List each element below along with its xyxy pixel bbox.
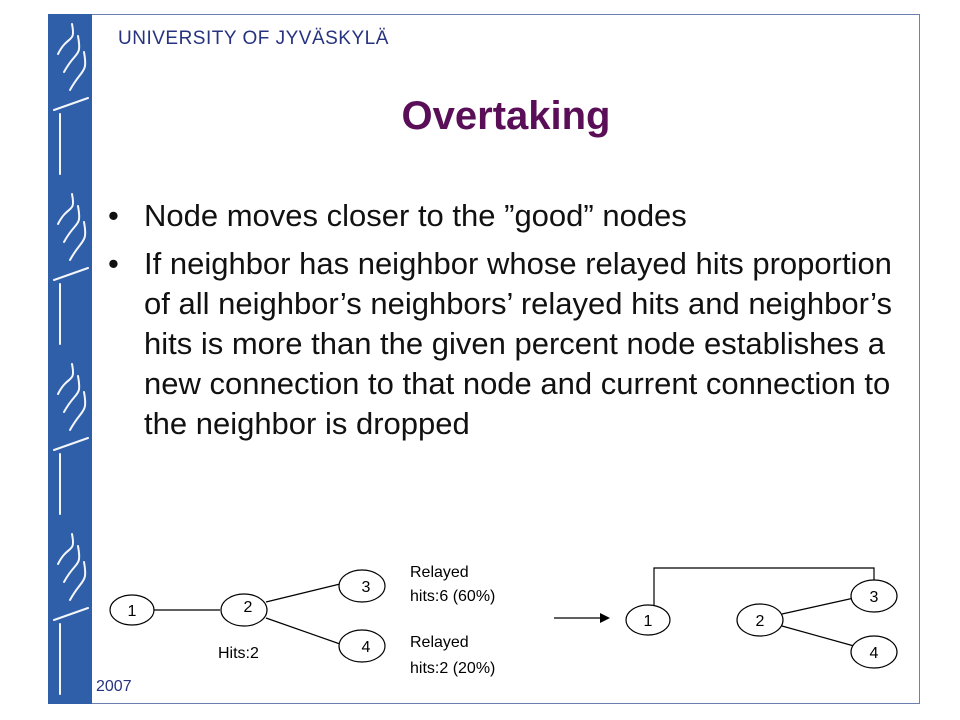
node-1-after	[625, 604, 671, 636]
bullet-item: • Node moves closer to the ”good” nodes	[108, 196, 908, 236]
node-1-before	[109, 594, 155, 626]
edge-1-3-new	[653, 567, 875, 610]
edge-2-4-after	[781, 625, 855, 647]
node-4-before	[338, 629, 386, 663]
overtaking-diagram: 1 2 3 4 1 2 3 4 Hits:2 Relayed hits:6 (6…	[109, 564, 898, 677]
node-3-before	[338, 569, 386, 603]
edge-2-3	[265, 583, 341, 603]
torch-logo-pattern	[53, 23, 89, 695]
node-2-before	[220, 593, 268, 627]
slide-title: Overtaking	[401, 94, 611, 138]
side-band	[48, 14, 92, 704]
arrow-head-icon	[600, 613, 610, 623]
node-4-after	[850, 635, 898, 669]
relayed-top-line2: hits:6 (60%)	[410, 588, 495, 605]
university-header: UNIVERSITY OF JYVÄSKYLÄ	[118, 28, 389, 49]
node-label: 4	[362, 639, 371, 656]
slide-frame	[48, 14, 920, 704]
node-label: 4	[870, 645, 879, 662]
bullet-dot-icon: •	[108, 198, 119, 233]
node-label: 1	[644, 613, 653, 630]
relayed-top-line1: Relayed	[410, 564, 469, 581]
node-3-after	[850, 579, 898, 613]
node-label: 1	[128, 603, 137, 620]
node-label: 2	[244, 599, 253, 616]
relayed-bottom-line2: hits:2 (20%)	[410, 660, 495, 677]
node-label: 2	[756, 613, 765, 630]
edge-2-4	[265, 617, 341, 645]
torch-icon	[53, 23, 89, 175]
torch-icon	[53, 533, 89, 695]
node-label: 3	[870, 589, 879, 606]
bullet-dot-icon: •	[108, 246, 119, 281]
node-label: 3	[362, 579, 371, 596]
torch-icon	[53, 193, 89, 345]
bullet-item: • If neighbor has neighbor whose relayed…	[108, 244, 908, 444]
node-2-after	[736, 603, 784, 637]
year-footer: 2007	[96, 678, 132, 695]
relayed-bottom-line1: Relayed	[410, 634, 469, 651]
bullet-list: • Node moves closer to the ”good” nodes …	[108, 196, 908, 452]
edge-2-3-after	[781, 597, 855, 615]
torch-icon	[53, 363, 89, 515]
bullet-text: Node moves closer to the ”good” nodes	[144, 198, 687, 233]
hits-label: Hits:2	[218, 645, 259, 662]
bullet-text: If neighbor has neighbor whose relayed h…	[144, 246, 892, 441]
